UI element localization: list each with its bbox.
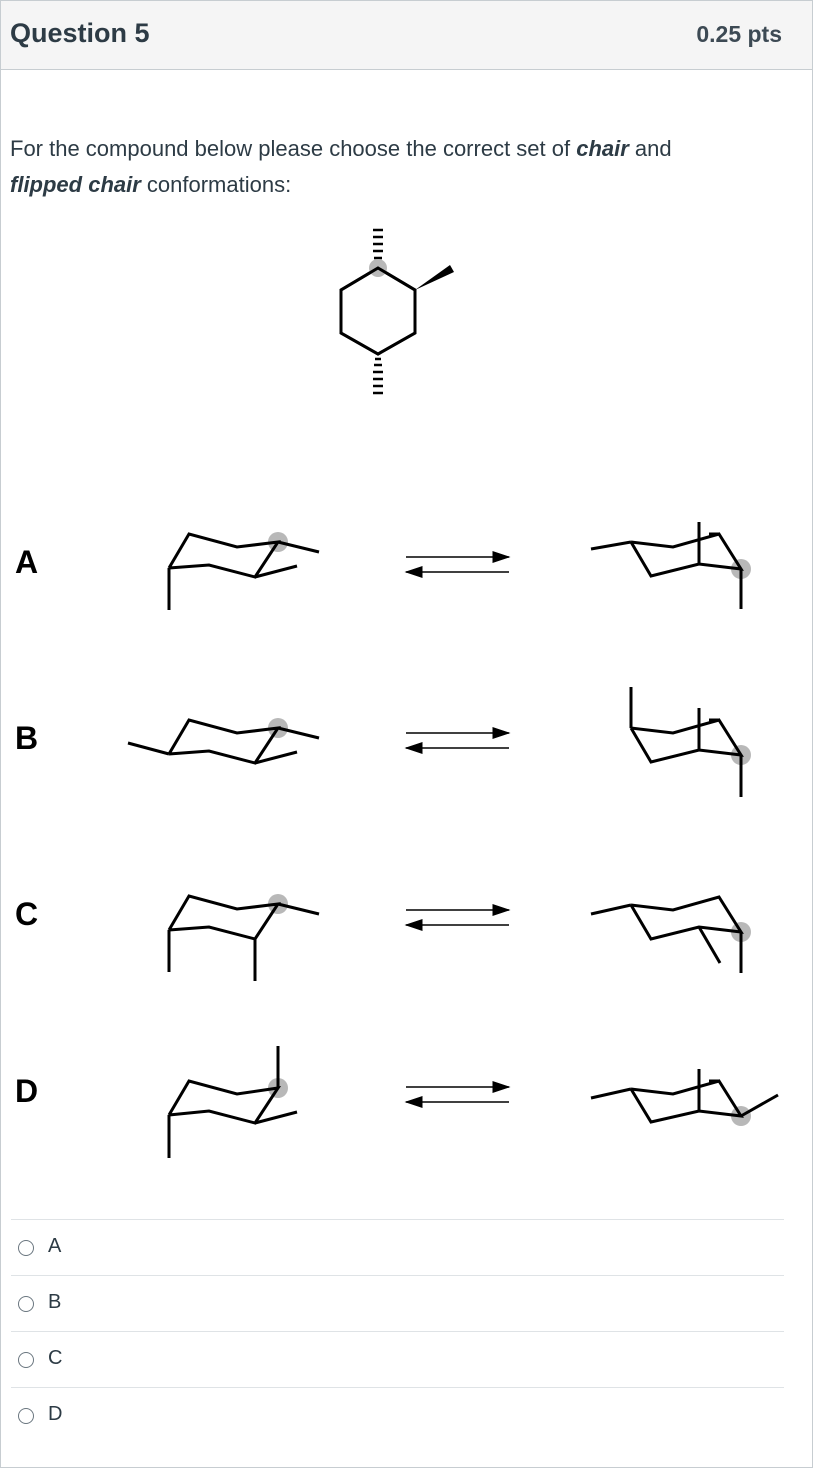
option-d-flipped-chair — [590, 1069, 779, 1126]
prompt-text-2: and — [628, 136, 672, 161]
answer-list: A B C D — [11, 1219, 784, 1443]
option-b-flipped-chair — [629, 687, 751, 797]
option-label-b: B — [15, 720, 38, 756]
option-c-equilibrium-arrows — [404, 904, 511, 931]
chemistry-figure: A B C D — [15, 228, 779, 1158]
prompt-text-1: For the compound below please choose the… — [10, 136, 577, 161]
option-label-a: A — [15, 544, 38, 580]
radio-button[interactable] — [18, 1240, 34, 1256]
answer-option-c[interactable]: C — [11, 1331, 784, 1387]
option-d-equilibrium-arrows — [404, 1081, 511, 1108]
question-points: 0.25 pts — [696, 21, 782, 47]
answer-label: B — [48, 1291, 62, 1313]
option-c-flipped-chair — [590, 895, 751, 973]
answer-option-a[interactable]: A — [11, 1219, 784, 1275]
option-c-chair — [167, 894, 320, 981]
question-header: Question 5 0.25 pts — [1, 1, 812, 70]
option-label-d: D — [15, 1073, 38, 1109]
compound-structure — [339, 228, 417, 395]
radio-button[interactable] — [18, 1352, 34, 1368]
prompt-emphasis-flipped-chair: flipped chair — [10, 172, 141, 197]
prompt-emphasis-chair: chair — [576, 136, 629, 161]
option-b-chair — [127, 718, 320, 765]
option-b-equilibrium-arrows — [404, 727, 511, 754]
radio-button[interactable] — [18, 1408, 34, 1424]
answer-option-b[interactable]: B — [11, 1275, 784, 1331]
prompt-text-3: conformations: — [140, 172, 292, 197]
answer-option-d[interactable]: D — [11, 1387, 784, 1443]
wedge-bond — [415, 265, 454, 290]
option-a-chair — [167, 532, 320, 610]
option-a-flipped-chair — [590, 522, 751, 609]
option-a-equilibrium-arrows — [404, 551, 511, 578]
answer-label: C — [48, 1347, 63, 1369]
answer-label: D — [48, 1403, 63, 1425]
answer-label: A — [48, 1235, 62, 1257]
question-title: Question 5 — [10, 18, 150, 48]
option-label-c: C — [15, 896, 38, 932]
option-d-chair — [167, 1046, 298, 1158]
question-prompt: For the compound below please choose the… — [10, 131, 770, 203]
radio-button[interactable] — [18, 1296, 34, 1312]
